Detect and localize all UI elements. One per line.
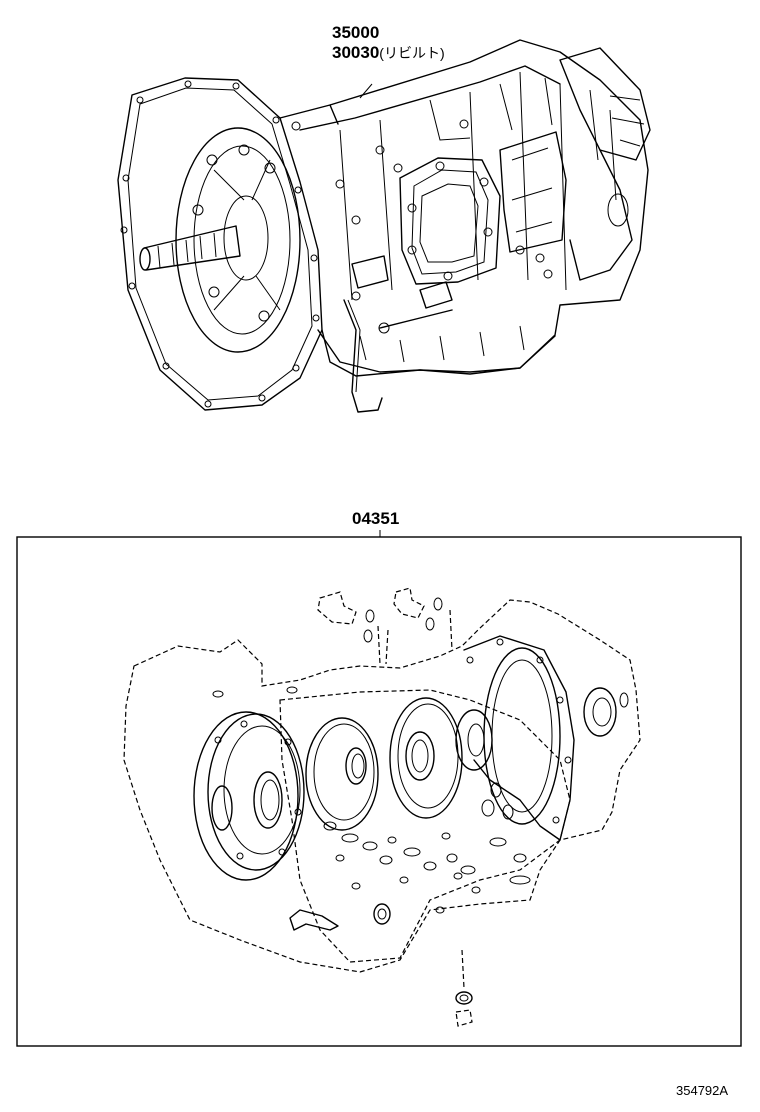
gasket-kit-exploded-view bbox=[123, 587, 641, 1027]
part-number-gasket-kit: 04351 bbox=[352, 509, 400, 528]
drawing-id: 354792A bbox=[676, 1083, 729, 1098]
kit-frame bbox=[16, 536, 742, 1047]
leader-line-transmission bbox=[359, 83, 373, 99]
rebuilt-note: (リビルト) bbox=[379, 45, 445, 61]
part-number-transmission: 35000 bbox=[332, 23, 380, 42]
part-number-rebuilt: 30030(リビルト) bbox=[332, 44, 445, 61]
part-number-rebuilt-code: 30030 bbox=[332, 43, 380, 62]
transmission-assembly bbox=[117, 39, 651, 413]
